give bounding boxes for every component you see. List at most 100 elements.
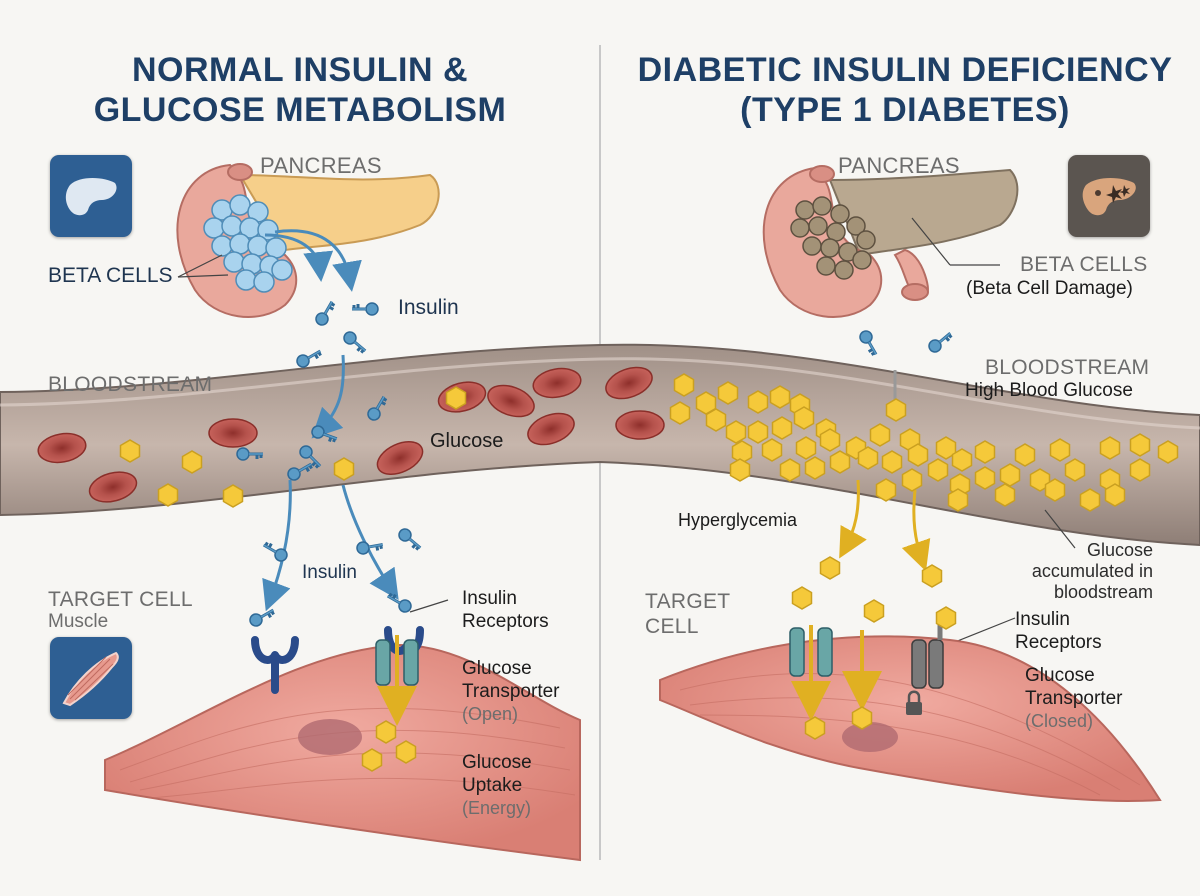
red-blood-cell: [37, 432, 87, 464]
beta-cell: [229, 233, 251, 255]
glucose-molecule: [881, 450, 903, 474]
insulin-key: [287, 462, 313, 481]
left-title-line2: GLUCOSE METABOLISM: [93, 91, 507, 129]
left-pancreas-label: PANCREAS: [260, 153, 382, 178]
beta-cell: [271, 259, 293, 281]
right-insulin-receptors-label: Insulin Receptors: [1015, 608, 1102, 654]
insulin-molecules: [236, 300, 953, 627]
right-muscle-cell: [659, 635, 1162, 802]
damaged-cell: [846, 216, 866, 236]
damaged-cell: [808, 216, 828, 236]
glucose-molecule: [927, 458, 949, 482]
glucose-molecule: [999, 463, 1021, 487]
insulin-key: [386, 592, 412, 613]
damaged-beta-cells: [790, 196, 876, 280]
right-beta-cells-label: BETA CELLS: [1020, 253, 1148, 276]
damaged-cell: [812, 196, 832, 216]
left-insulin-receptors-line1: Insulin: [462, 588, 517, 609]
glucose-molecule: [819, 556, 841, 580]
glucose-molecule: [333, 457, 355, 481]
glucose-molecule: [804, 716, 826, 740]
left-insulin-receptor-1: [251, 636, 299, 694]
pancreas-icon: [50, 155, 132, 237]
left-glucose-uptake-line2: Uptake: [462, 775, 523, 796]
beta-cell: [235, 269, 257, 291]
insulin-key: [343, 331, 367, 354]
glucose-molecule: [1099, 436, 1121, 460]
left-target-cell-sub: Muscle: [48, 611, 109, 632]
lock-icon: [906, 690, 922, 715]
left-glucose-transporter: [375, 635, 419, 726]
left-insulin-label-bottom: Insulin: [302, 562, 357, 583]
red-blood-cell: [527, 412, 575, 446]
right-title-line2: (TYPE 1 DIABETES): [740, 91, 1070, 129]
right-glucose-transporter-line1: Glucose: [1025, 665, 1095, 686]
insulin-flow-arrows: [262, 229, 399, 612]
glucose-molecule: [445, 386, 467, 410]
glucose-molecule: [1129, 433, 1151, 457]
glucose-molecule: [974, 440, 996, 464]
glucose-molecule: [1157, 440, 1179, 464]
red-blood-cell: [487, 384, 535, 418]
left-beta-cells-label: BETA CELLS: [48, 264, 173, 287]
right-glucose-accum-line1: Glucose: [1086, 540, 1153, 560]
glucose-molecule: [829, 450, 851, 474]
glucose-molecule: [793, 406, 815, 430]
left-glucose-transporter-state: (Open): [462, 704, 519, 724]
insulin-key: [249, 608, 275, 627]
right-target-cell-line2: CELL: [645, 615, 699, 638]
red-blood-cell: [615, 410, 665, 440]
left-target-cell-label: TARGET CELL: [48, 588, 193, 611]
glucose-molecule: [875, 478, 897, 502]
insulin-key: [311, 425, 338, 443]
glucose-molecule: [769, 385, 791, 409]
glucose-molecule: [994, 483, 1016, 507]
damaged-pancreas-icon: [1068, 155, 1150, 237]
red-blood-cell: [605, 366, 653, 400]
glucose-molecule: [974, 466, 996, 490]
red-blood-cell: [208, 418, 258, 448]
beta-cell: [247, 235, 269, 257]
damaged-cell: [856, 230, 876, 250]
glucose-molecule: [1014, 443, 1036, 467]
insulin-key: [299, 445, 322, 469]
damaged-cell: [852, 250, 872, 270]
glucose-molecule: [804, 456, 826, 480]
glucose-molecule: [863, 599, 885, 623]
glucose-molecule: [947, 488, 969, 512]
glucose-molecule: [747, 390, 769, 414]
glucose-molecule: [395, 740, 417, 764]
beta-cell: [223, 251, 245, 273]
left-glucose-transporter-line1: Glucose: [462, 658, 532, 679]
right-target-cell-line1: TARGET: [645, 590, 731, 613]
beta-cell: [229, 194, 251, 216]
glucose-molecule: [222, 484, 244, 508]
red-blood-cell: [532, 367, 582, 399]
left-glucose-transporter-label: Glucose Transporter (Open): [462, 657, 560, 726]
right-pancreas-label: PANCREAS: [838, 153, 960, 178]
left-muscle-cell: [104, 643, 581, 862]
red-blood-cell: [88, 471, 138, 503]
glucose-molecule: [717, 381, 739, 405]
glucose-molecule: [935, 436, 957, 460]
beta-cell: [221, 215, 243, 237]
blood-vessel: [0, 343, 1200, 547]
red-blood-cell: [376, 441, 424, 475]
glucose-molecule: [1064, 458, 1086, 482]
beta-cell: [203, 217, 225, 239]
glucose-molecule: [951, 448, 973, 472]
insulin-key: [296, 349, 322, 368]
right-title-line1: DIABETIC INSULIN DEFICIENCY: [637, 51, 1173, 89]
glucose-molecule: [729, 458, 751, 482]
glucose-molecule: [851, 706, 873, 730]
glucose-molecule: [901, 468, 923, 492]
glucose-molecule: [1049, 438, 1071, 462]
left-glucose-uptake-label: Glucose Uptake (Energy): [462, 751, 532, 820]
glucose-molecule: [669, 401, 691, 425]
red-blood-cells: [37, 366, 665, 503]
insulin-key: [315, 300, 336, 326]
damaged-cell: [820, 238, 840, 258]
right-beta-cells-note: (Beta Cell Damage): [966, 278, 1133, 299]
glucose-molecule: [181, 450, 203, 474]
insulin-key: [352, 302, 379, 316]
